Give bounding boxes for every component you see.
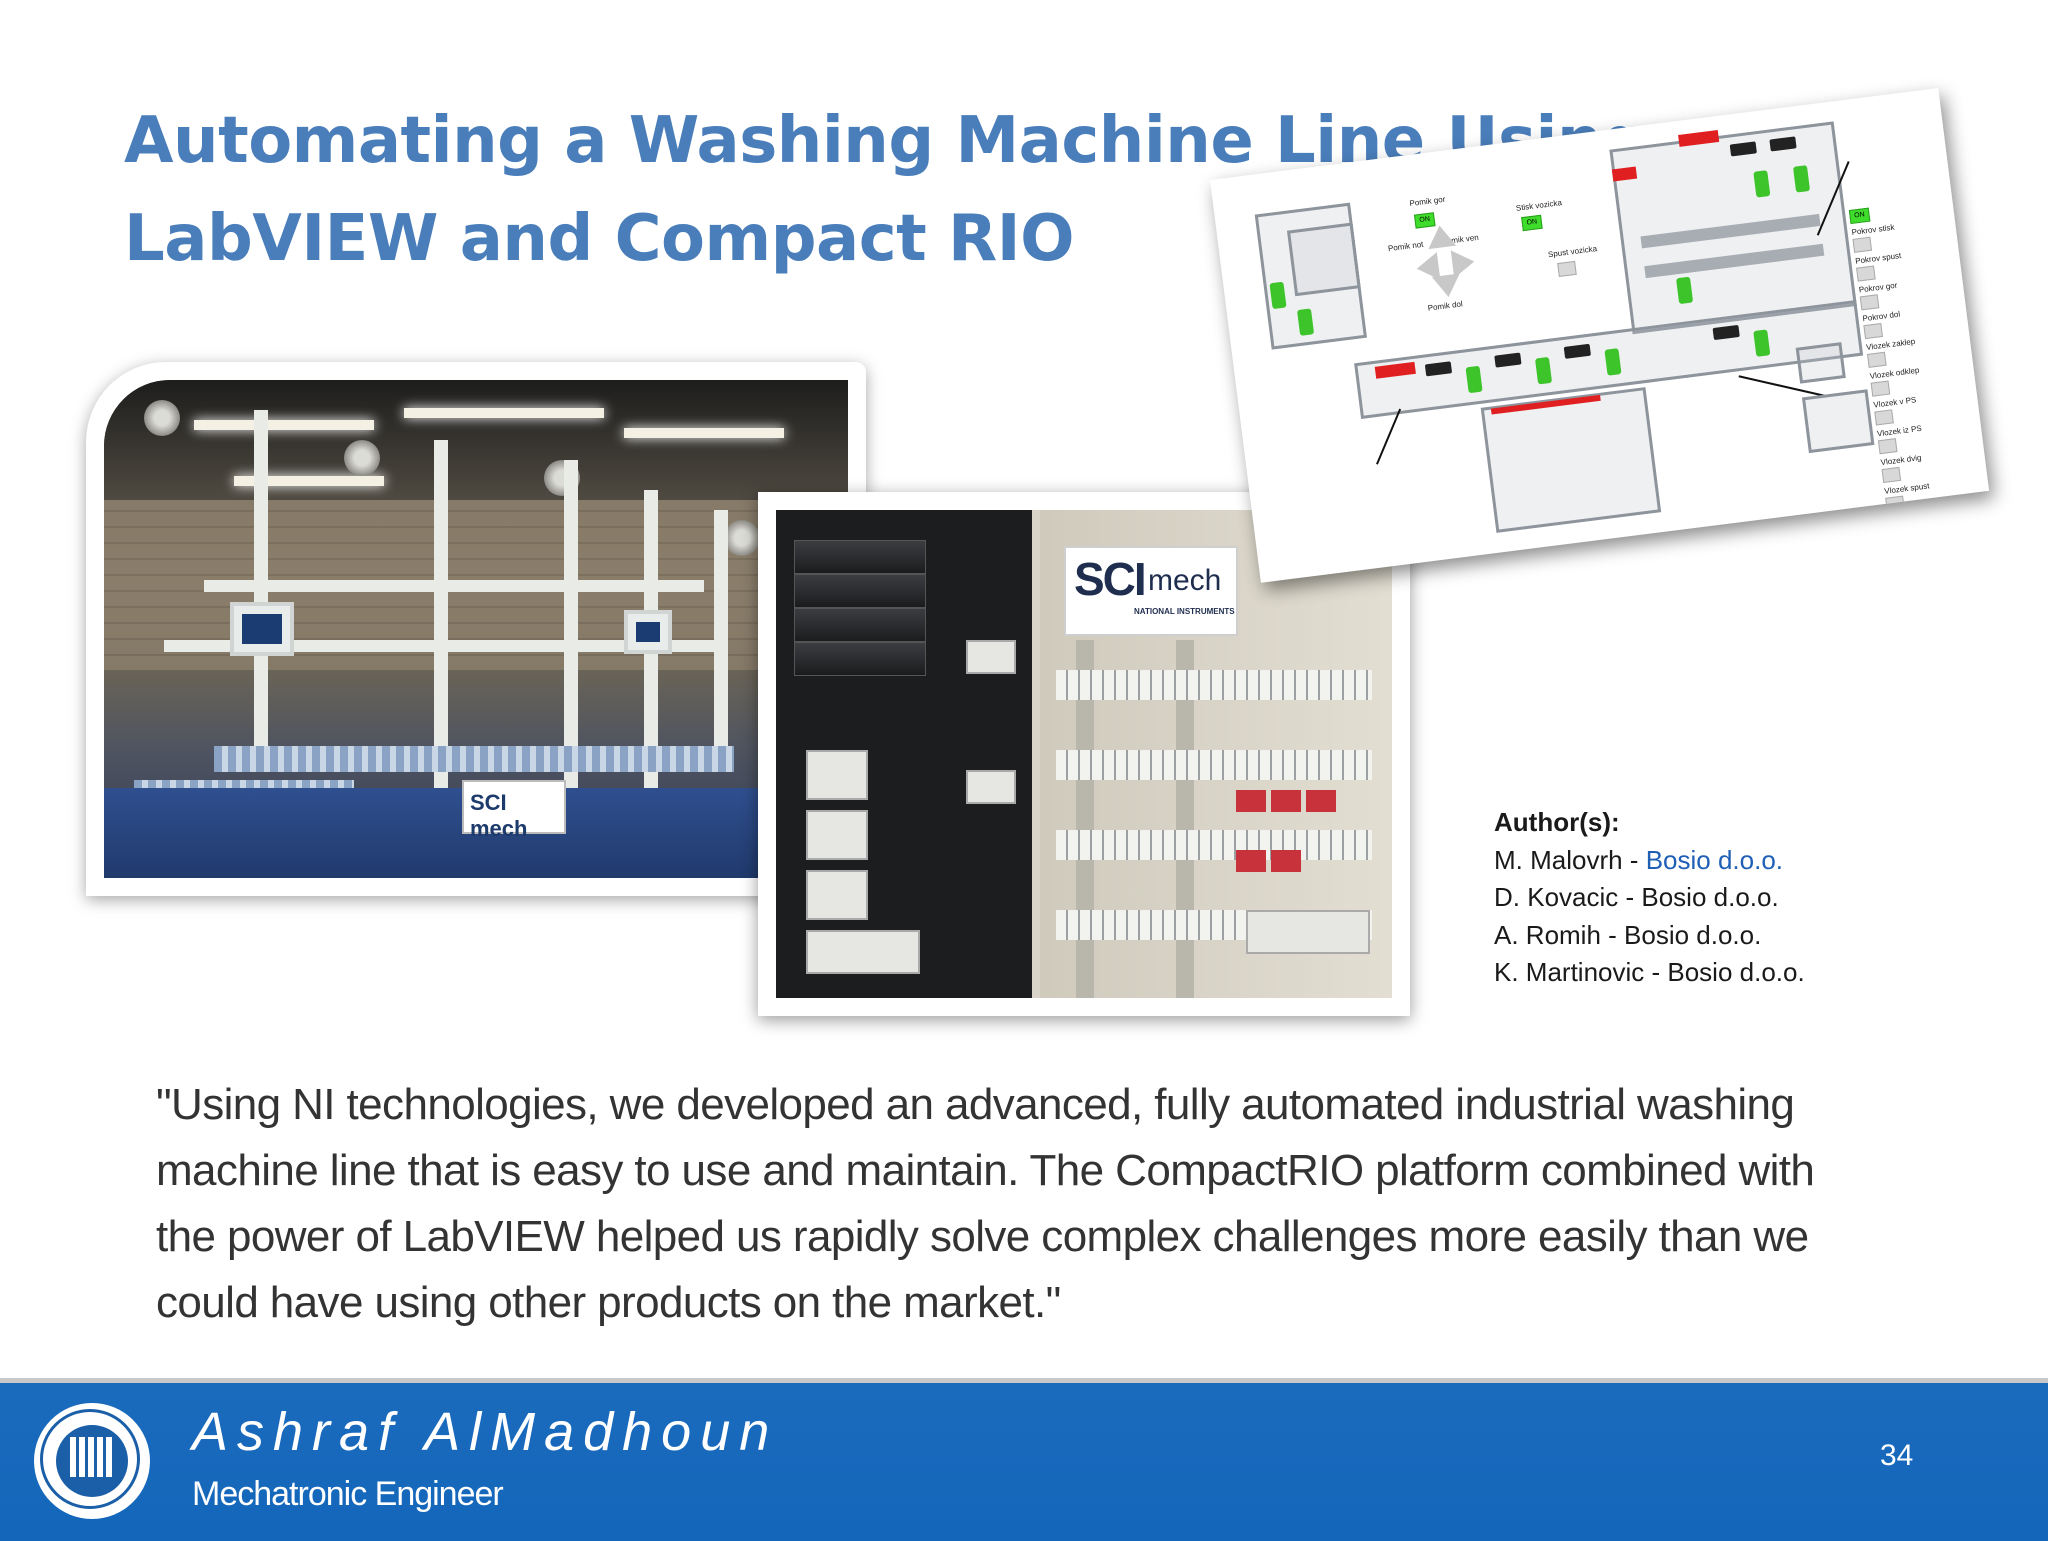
testimonial-quote: "Using NI technologies, we developed an … (156, 1072, 1966, 1336)
breaker (1236, 850, 1266, 872)
author-row: K. Martinovic - Bosio d.o.o. (1494, 957, 1805, 987)
sci-mech-sign: SCI mech (462, 780, 566, 841)
pointer-line (1376, 408, 1402, 465)
breaker (1271, 790, 1301, 812)
sidebar-button[interactable] (1885, 495, 1905, 512)
quote-line: machine line that is easy to use and mai… (156, 1146, 1815, 1195)
lift-basket (1286, 222, 1361, 297)
presenter-role: Mechatronic Engineer (192, 1475, 504, 1513)
label-pomik-dol: Pomik dol (1427, 299, 1464, 313)
slide-title: Automating a Washing Machine Line Using … (124, 92, 1648, 288)
author-row: D. Kovacic - Bosio d.o.o. (1494, 882, 1779, 912)
sidebar-button[interactable] (1866, 351, 1887, 368)
wire-duct (1076, 640, 1094, 998)
wire-duct (1176, 640, 1194, 998)
insert-frame (1795, 342, 1846, 384)
sidebar-button[interactable] (1870, 380, 1891, 397)
author-row: M. Malovrh - Bosio d.o.o. (1494, 844, 1783, 875)
arrow-up-icon[interactable] (1425, 223, 1457, 250)
label-pomik-not: Pomik not (1387, 239, 1424, 254)
quote-line: "Using NI technologies, we developed an … (156, 1080, 1795, 1129)
ceiling-light (194, 420, 374, 430)
control-sidebar: ON Pokrov stisk Pokrov spust Pokrov gor … (1848, 199, 1978, 526)
ceiling-light (404, 408, 604, 418)
drive-module (1246, 910, 1370, 954)
hmi-screen (624, 610, 672, 654)
sci-mech-logo: SCI mech NATIONAL INSTRUMENTS (1064, 546, 1238, 636)
label-spust-vozicka: Spust vozicka (1547, 244, 1598, 260)
label-pomik-gor: Pomik gor (1408, 194, 1446, 209)
arrow-down-icon[interactable] (1431, 273, 1463, 299)
logo-building-icon (70, 1437, 114, 1477)
terminal-rail (1056, 750, 1372, 780)
label-stisk-vozicka: Stisk vozicka (1515, 198, 1563, 213)
frame-post (564, 460, 578, 790)
terminal-rail (1056, 830, 1372, 860)
authors-heading: Author(s): (1494, 807, 1620, 837)
frame-post (434, 440, 448, 800)
author-org-link[interactable]: Bosio d.o.o. (1645, 844, 1783, 875)
power-supply-unit (794, 642, 926, 676)
power-module (806, 870, 868, 920)
power-supply-unit (794, 574, 926, 608)
authors-block: Author(s): M. Malovrh - Bosio d.o.o. D. … (1494, 804, 1805, 992)
relay-module (966, 770, 1016, 804)
power-module (806, 750, 868, 800)
assembly-line-photo: SCI mech (86, 362, 866, 896)
ceiling-light (624, 428, 784, 438)
factory-ceiling (104, 380, 848, 500)
sidebar-item: Zaklep (1887, 512, 1913, 525)
author-row: A. Romih - Bosio d.o.o. (1494, 919, 1762, 950)
sidebar-button[interactable] (1856, 265, 1876, 282)
ceiling-light (234, 476, 384, 486)
fan-icon (724, 520, 760, 556)
breaker (1236, 790, 1266, 812)
sidebar-button[interactable] (1881, 466, 1902, 484)
control-cabinet-photo: SCI mech NATIONAL INSTRUMENTS (758, 492, 1410, 1016)
logo-ring (40, 1409, 140, 1509)
power-supply-unit (794, 540, 926, 574)
fan-icon (144, 400, 180, 436)
breaker (1306, 790, 1336, 812)
footer-bar: Ashraf AlMadhoun Mechatronic Engineer 34 (0, 1378, 2048, 1541)
sidebar-on: ON (1848, 207, 1871, 225)
compactrio-controller (806, 930, 920, 974)
power-module (806, 810, 868, 860)
quote-line: the power of LabVIEW helped us rapidly s… (156, 1212, 1809, 1261)
hmi-screen (230, 602, 294, 656)
on-indicator: ON (1521, 214, 1543, 232)
frame-beam (164, 640, 724, 652)
control-cabinet-image: SCI mech NATIONAL INSTRUMENTS (776, 510, 1392, 998)
page-number: 34 (1880, 1439, 1914, 1472)
sidebar-last-row: Zaklep Odklep (1887, 504, 1978, 525)
sidebar-item: Odklep (1921, 508, 1948, 521)
sidebar-button[interactable] (1874, 409, 1894, 426)
relay-module (966, 640, 1016, 674)
spust-button[interactable] (1557, 260, 1577, 278)
fan-icon (344, 440, 380, 476)
university-logo (34, 1403, 150, 1519)
sidebar-button[interactable] (1852, 236, 1873, 253)
breaker (1271, 850, 1301, 872)
presenter-name: Ashraf AlMadhoun (192, 1402, 779, 1462)
conveyor (214, 746, 734, 772)
quote-line: could have using other products on the m… (156, 1278, 1061, 1327)
sidebar-button[interactable] (1863, 323, 1883, 340)
sidebar-button[interactable] (1859, 294, 1880, 311)
slide-title-line-2: LabVIEW and Compact RIO (124, 202, 1075, 276)
terminal-rail (1056, 670, 1372, 700)
sidebar-button[interactable] (1877, 438, 1898, 455)
power-supply-unit (794, 608, 926, 642)
insert-frame (1801, 389, 1875, 454)
frame-beam (204, 580, 704, 592)
assembly-line-image: SCI mech (104, 380, 848, 878)
